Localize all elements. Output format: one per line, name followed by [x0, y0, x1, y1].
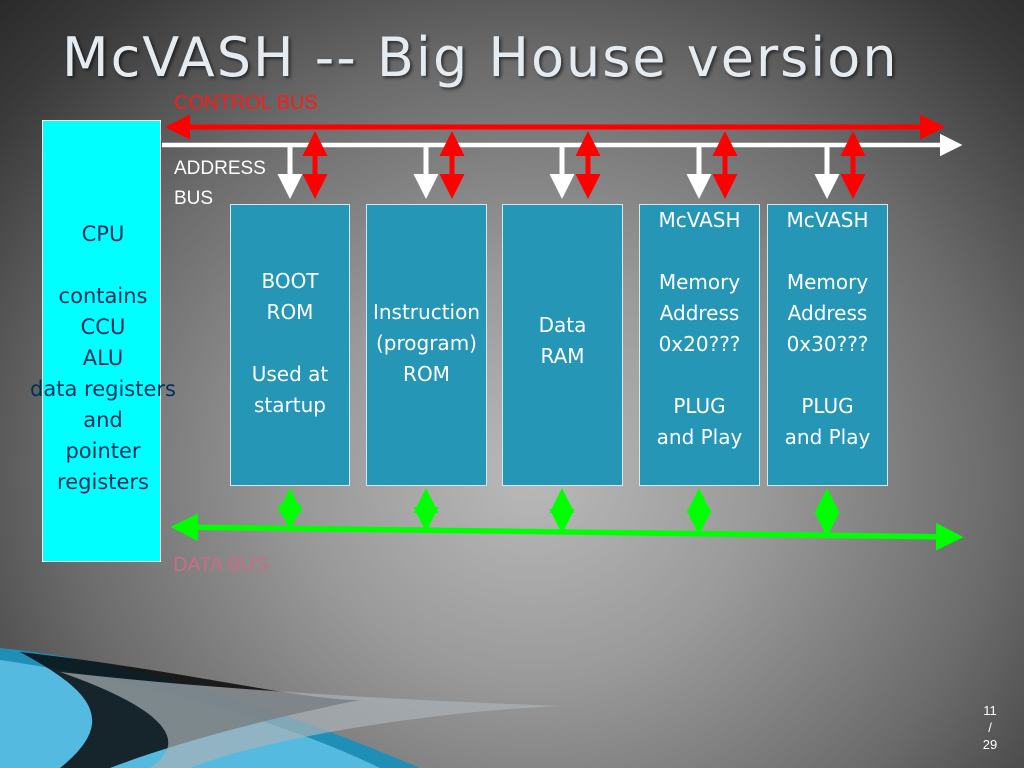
data-ram-text: Data RAM — [538, 313, 587, 368]
plug-and-play-text-1: McVASH Memory Address 0x20??? PLUG and P… — [656, 208, 743, 449]
instruction-rom-text: Instruction (program) ROM — [372, 300, 481, 386]
address-bus-label: ADDRESS BUS — [174, 154, 294, 214]
boot-rom-block: BOOT ROM Used at startup — [230, 204, 350, 486]
slide-title: McVASH -- Big House version — [62, 26, 899, 89]
control-bus-label: CONTROL BUS — [174, 92, 318, 114]
instruction-rom-block: Instruction (program) ROM — [366, 204, 487, 486]
boot-rom-text: BOOT ROM Used at startup — [251, 269, 329, 417]
plug-and-play-block-2: McVASH Memory Address 0x30??? PLUG and P… — [767, 204, 888, 486]
address-bus-label-line1: ADDRESS — [174, 158, 266, 179]
data-bus-line — [170, 513, 964, 551]
cpu-text: CPU contains CCU ALU data registers and … — [30, 222, 176, 494]
slide-number-current: 11 — [983, 703, 997, 718]
address-bus-label-line2: BUS — [174, 188, 214, 209]
slide-number-total: 29 — [982, 737, 998, 752]
plug-and-play-text-2: McVASH Memory Address 0x30??? PLUG and P… — [784, 208, 871, 449]
slide-number-separator: / — [988, 720, 992, 735]
slide-number: 11 / 29 — [974, 702, 1006, 753]
corner-swoosh-decoration — [0, 648, 560, 768]
data-ram-block: Data RAM — [502, 204, 623, 486]
cpu-block: CPU contains CCU ALU data registers and … — [30, 120, 176, 562]
plug-and-play-block-1: McVASH Memory Address 0x20??? PLUG and P… — [639, 204, 760, 486]
data-bus-label: DATA BUS — [173, 554, 269, 576]
